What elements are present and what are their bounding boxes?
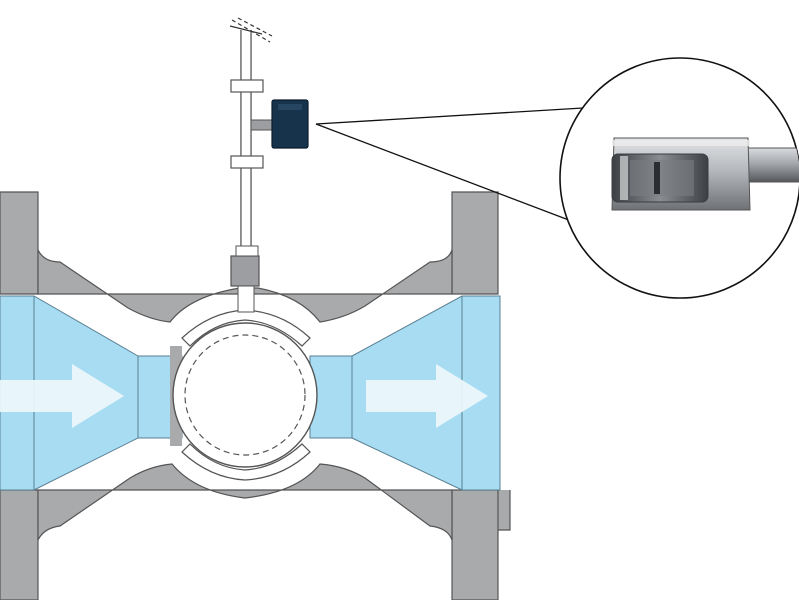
lower-body	[37, 463, 453, 541]
sensor-icon	[271, 99, 309, 149]
stem-coupling-lower	[230, 155, 264, 169]
probe-shaft	[744, 147, 799, 183]
callout-lines	[315, 107, 584, 223]
lower-seat	[181, 443, 311, 481]
flow-arrow-icon	[366, 364, 488, 428]
stem-bushing	[237, 285, 255, 313]
detail-callout	[559, 57, 799, 299]
flow-arrow-icon	[0, 364, 124, 428]
stem-collar	[235, 245, 259, 257]
ball-bore	[184, 334, 306, 456]
stem-gland	[230, 255, 260, 287]
sensor-arm	[250, 119, 274, 131]
valve-ball	[172, 322, 318, 468]
ball-chamber	[170, 309, 318, 481]
probe-gap	[654, 162, 660, 194]
stem-coupling-upper	[230, 79, 264, 93]
position-sensor	[250, 99, 309, 149]
valve-stem	[229, 17, 273, 313]
upper-seat	[181, 309, 311, 347]
flow-arrows	[0, 364, 488, 428]
valve-body	[0, 191, 511, 600]
